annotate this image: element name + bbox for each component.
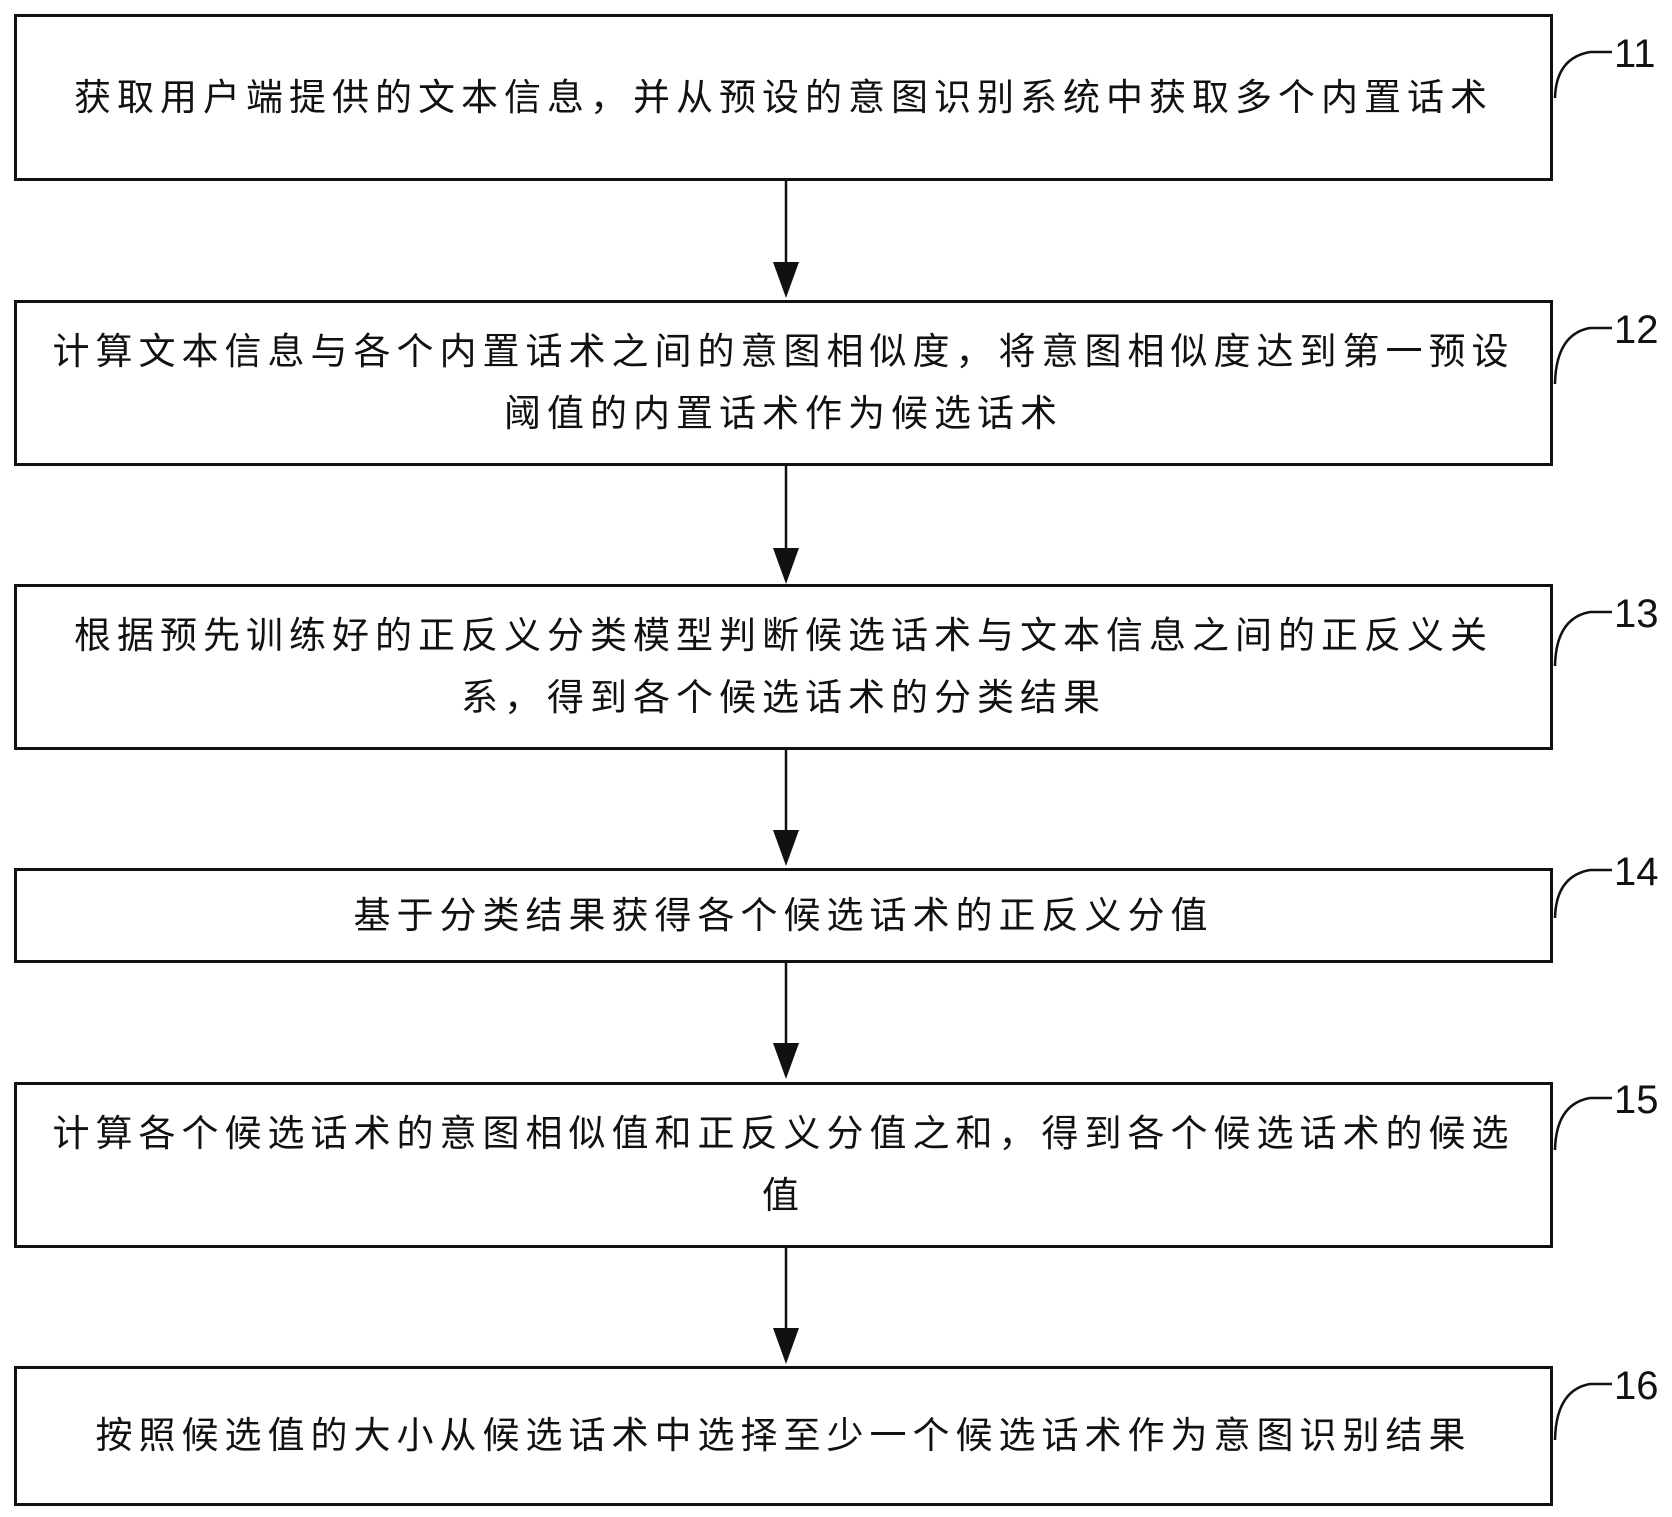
step-text-14: 基于分类结果获得各个候选话术的正反义分值	[353, 893, 1214, 937]
step-number-16: 16	[1614, 1364, 1659, 1408]
leader-line-14	[1553, 868, 1612, 919]
step-text-15: 计算各个候选话术的意图相似值和正反义分值之和，得到各个候选话术的候选值	[52, 1112, 1515, 1217]
step-text-13: 根据预先训练好的正反义分类模型判断候选话术与文本信息之间的正反义关系，得到各个候…	[74, 614, 1493, 719]
step-box-13: 根据预先训练好的正反义分类模型判断候选话术与文本信息之间的正反义关系，得到各个候…	[14, 584, 1553, 750]
flow-arrow-14-15	[773, 963, 799, 1079]
flow-arrow-11-12	[773, 181, 799, 298]
step-number-12: 12	[1614, 308, 1659, 352]
step-number-15: 15	[1614, 1078, 1659, 1122]
flow-arrow-15-16	[773, 1248, 799, 1364]
step-text-11: 获取用户端提供的文本信息，并从预设的意图识别系统中获取多个内置话术	[74, 75, 1493, 119]
step-number-13: 13	[1614, 592, 1659, 636]
flow-arrow-12-13	[773, 466, 799, 584]
step-number-11: 11	[1614, 32, 1656, 76]
step-box-12: 计算文本信息与各个内置话术之间的意图相似度，将意图相似度达到第一预设阈值的内置话…	[14, 300, 1553, 466]
step-text-12: 计算文本信息与各个内置话术之间的意图相似度，将意图相似度达到第一预设阈值的内置话…	[52, 330, 1515, 435]
step-number-14: 14	[1614, 850, 1659, 894]
leader-line-11	[1553, 50, 1612, 99]
step-box-16: 按照候选值的大小从候选话术中选择至少一个候选话术作为意图识别结果	[14, 1366, 1553, 1506]
step-text-16: 按照候选值的大小从候选话术中选择至少一个候选话术作为意图识别结果	[95, 1414, 1472, 1457]
step-box-15: 计算各个候选话术的意图相似值和正反义分值之和，得到各个候选话术的候选值	[14, 1082, 1553, 1248]
leader-line-16	[1553, 1382, 1612, 1441]
flow-arrow-13-14	[773, 750, 799, 866]
leader-line-15	[1553, 1096, 1612, 1151]
step-box-14: 基于分类结果获得各个候选话术的正反义分值	[14, 868, 1553, 963]
leader-line-12	[1553, 326, 1612, 385]
leader-line-13	[1553, 610, 1612, 667]
step-box-11: 获取用户端提供的文本信息，并从预设的意图识别系统中获取多个内置话术	[14, 14, 1553, 181]
